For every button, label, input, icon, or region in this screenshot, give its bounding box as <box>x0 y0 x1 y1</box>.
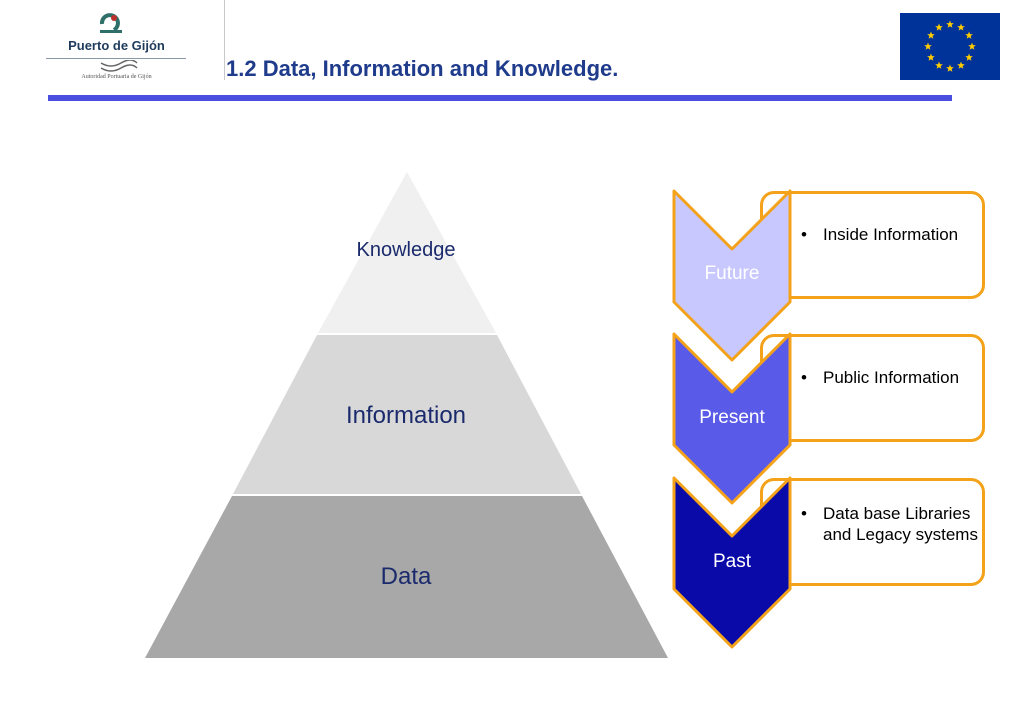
chevron-past <box>672 476 792 649</box>
eu-star-icon <box>946 64 954 72</box>
eu-star-icon <box>957 23 965 31</box>
pyramid-label-knowledge: Knowledge <box>356 239 456 261</box>
present-bullet: Public Information <box>801 367 981 388</box>
eu-flag-icon <box>900 13 1000 80</box>
pyramid-label-information: Information <box>345 402 467 429</box>
eu-star-icon <box>927 31 935 39</box>
title-underline <box>48 95 952 101</box>
eu-star-icon <box>965 31 973 39</box>
header-divider <box>224 0 225 80</box>
future-bullet: Inside Information <box>801 224 981 245</box>
eu-star-icon <box>935 23 943 31</box>
eu-star-icon <box>924 42 932 50</box>
present-description-box: Public Information <box>760 334 985 442</box>
pyramid-level-information <box>233 335 581 494</box>
chevron-label-present: Present <box>699 407 765 428</box>
chevron-label-future: Future <box>704 263 760 284</box>
pyramid-level-knowledge <box>318 172 496 333</box>
pyramid-level-data <box>145 496 668 658</box>
logo-subtitle: Autoridad Portuaria de Gijón <box>81 74 152 80</box>
logo-wave-icon <box>100 60 138 72</box>
chevron-future <box>672 189 792 362</box>
chevron-present <box>672 332 792 505</box>
pyramid-label-data: Data <box>380 563 432 590</box>
past-description-box: Data base Libraries and Legacy systems <box>760 478 985 586</box>
port-emblem-icon <box>99 13 122 33</box>
eu-star-icon <box>957 61 965 69</box>
page-title: 1.2 Data, Information and Knowledge. <box>226 56 619 81</box>
past-bullet: Data base Libraries and Legacy systems <box>801 503 981 545</box>
eu-stars <box>924 20 976 72</box>
eu-star-icon <box>935 61 943 69</box>
eu-star-icon <box>946 20 954 28</box>
logo-divider <box>46 58 186 59</box>
port-logo: Puerto de Gijón Autoridad Portuaria de G… <box>44 10 189 90</box>
chevron-label-past: Past <box>712 551 752 572</box>
logo-name: Puerto de Gijón <box>68 38 165 53</box>
eu-star-icon <box>965 53 973 61</box>
eu-star-icon <box>968 42 976 50</box>
eu-star-icon <box>927 53 935 61</box>
future-description-box: Inside Information <box>760 191 985 299</box>
